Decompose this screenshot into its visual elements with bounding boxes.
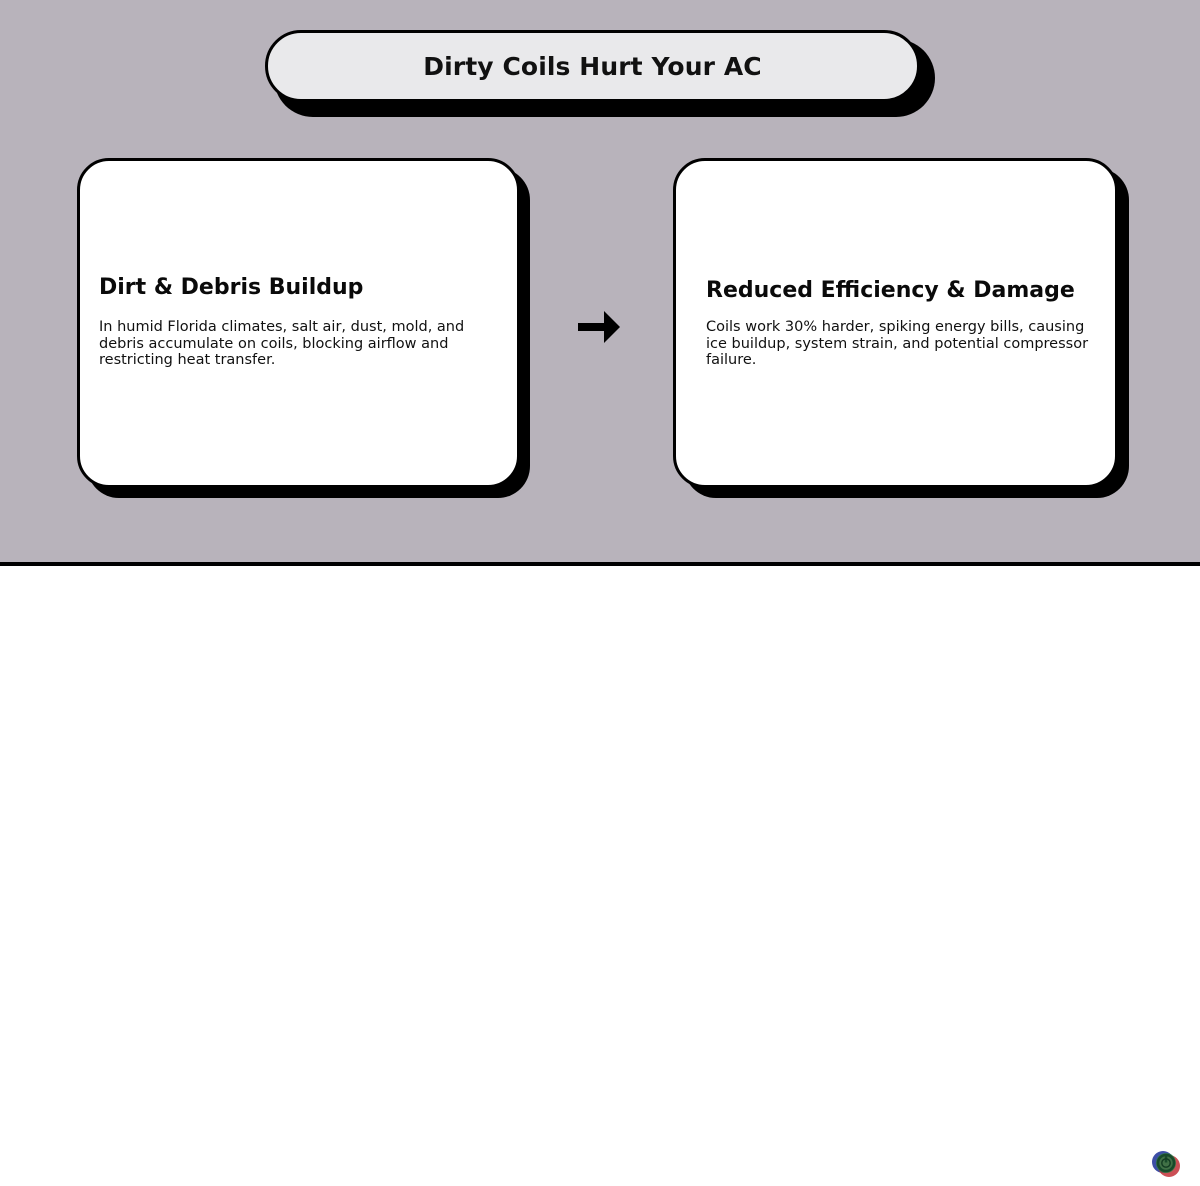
card-right-heading: Reduced Efficiency & Damage <box>706 278 1075 303</box>
arrow-right-icon <box>572 300 626 354</box>
page-title: Dirty Coils Hurt Your AC <box>423 51 762 81</box>
title-pill: Dirty Coils Hurt Your AC <box>265 30 920 102</box>
card-left-body: Dirt & Debris Buildup In humid Florida c… <box>80 161 517 485</box>
footer-bar <box>0 566 1200 1177</box>
card-left-heading: Dirt & Debris Buildup <box>99 275 364 300</box>
card-reduced-efficiency-damage: Reduced Efficiency & Damage Coils work 3… <box>673 158 1118 488</box>
card-dirt-debris-buildup: Dirt & Debris Buildup In humid Florida c… <box>77 158 520 488</box>
card-left-description: In humid Florida climates, salt air, dus… <box>99 319 465 368</box>
card-right-description: Coils work 30% harder, spiking energy bi… <box>706 319 1089 368</box>
footer-divider <box>0 562 1200 566</box>
circular-power-logo-icon <box>1148 1146 1184 1182</box>
card-right-body: Reduced Efficiency & Damage Coils work 3… <box>676 161 1115 485</box>
